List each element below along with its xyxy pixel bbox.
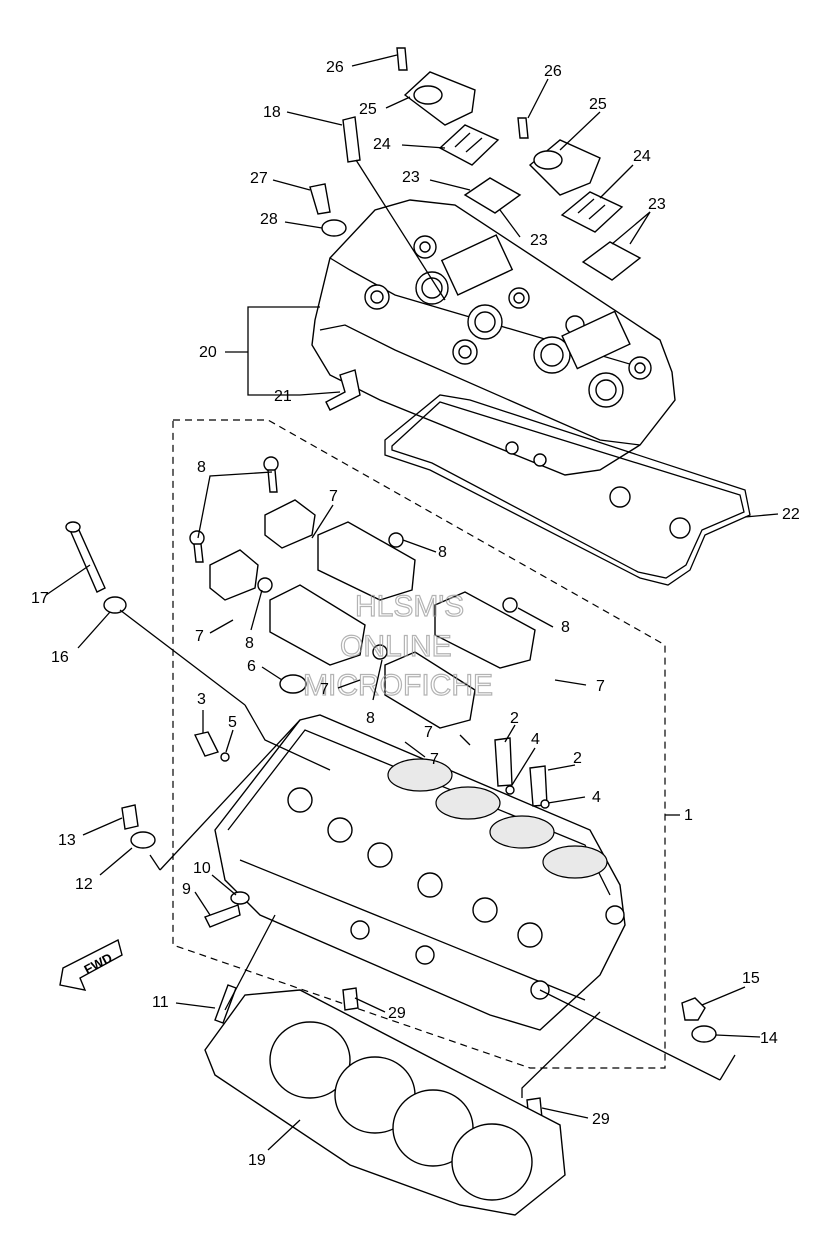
callout-8a: 8 (197, 459, 206, 476)
washer-12 (130, 831, 156, 849)
callout-7b: 7 (195, 628, 204, 645)
reed-plate-right (560, 191, 624, 233)
callout-8d: 8 (561, 619, 570, 636)
reed-valve-right (581, 241, 642, 281)
callout-24a: 24 (373, 136, 391, 153)
callout-3: 3 (197, 691, 206, 708)
cylinder-head (214, 714, 626, 1031)
cam-cap-3 (317, 521, 416, 601)
callout-4a: 4 (531, 731, 540, 748)
reed-plate-left (438, 124, 500, 166)
callout-2b: 2 (573, 750, 582, 767)
callout-12: 12 (75, 876, 93, 893)
valve-guide-2a (494, 737, 513, 787)
callout-27: 27 (250, 170, 268, 187)
callout-23c: 23 (648, 196, 666, 213)
callout-21: 21 (274, 388, 292, 405)
callout-15: 15 (742, 970, 760, 987)
washer-16 (103, 596, 127, 614)
cylinder-head-cover (311, 199, 676, 476)
callout-4b: 4 (592, 789, 601, 806)
callout-8c: 8 (245, 635, 254, 652)
callout-24b: 24 (633, 148, 651, 165)
callout-19: 19 (248, 1152, 266, 1169)
nut-15 (681, 997, 706, 1021)
cam-cap-5 (434, 591, 536, 669)
dowel-29a (342, 987, 359, 1011)
callout-25b: 25 (589, 96, 607, 113)
cam-cap-1 (264, 499, 316, 549)
callout-22: 22 (782, 506, 800, 523)
callout-16: 16 (51, 649, 69, 666)
callout-7f: 7 (430, 751, 439, 768)
callout-8b: 8 (438, 544, 447, 561)
leader-lines (45, 54, 779, 1151)
cam-cap-4 (269, 584, 366, 666)
reed-valve-left (463, 177, 522, 214)
collar-13 (121, 804, 139, 830)
callout-23b: 23 (530, 232, 548, 249)
callout-23a: 23 (402, 169, 420, 186)
callout-25a: 25 (359, 101, 377, 118)
stud-bolt-17 (69, 527, 106, 593)
forward-label: FWD (81, 950, 114, 977)
cam-cap-6 (384, 651, 476, 729)
cover-bolt-27 (309, 183, 331, 215)
cylinder-head-assembly-boundary (172, 419, 666, 1069)
callout-5: 5 (228, 714, 237, 731)
oil-plug-3 (193, 731, 219, 757)
washer-14 (691, 1025, 717, 1043)
bolt-26-left (396, 47, 408, 71)
callout-26b: 26 (544, 63, 562, 80)
callout-10: 10 (193, 860, 211, 877)
callout-18: 18 (263, 104, 281, 121)
svg-text:MICROFICHE: MICROFICHE (303, 669, 493, 702)
callout-9: 9 (182, 881, 191, 898)
head-cover-gasket (384, 394, 751, 586)
callout-17: 17 (31, 590, 49, 607)
callout-20: 20 (199, 344, 217, 361)
callout-6: 6 (247, 658, 256, 675)
callout-2a: 2 (510, 710, 519, 727)
bolt-26-right (517, 117, 529, 139)
svg-text:HLSM'S: HLSM'S (355, 590, 464, 623)
callout-7c: 7 (320, 681, 329, 698)
callout-7a: 7 (329, 488, 338, 505)
forward-arrow-icon: FWD (59, 938, 123, 991)
callout-29b: 29 (592, 1111, 610, 1128)
callout-7e: 7 (424, 724, 433, 741)
bolt-9 (204, 904, 241, 928)
guide-stopper (325, 369, 361, 411)
breather-cover-right (528, 139, 601, 196)
callout-labels: 26 25 18 24 26 25 27 23 24 28 23 23 20 2… (31, 59, 800, 1169)
callout-11: 11 (152, 994, 169, 1011)
callout-26a: 26 (326, 59, 344, 76)
dowel-pin-6 (279, 674, 307, 694)
breather-cover-left (403, 71, 476, 126)
callout-7d: 7 (596, 678, 605, 695)
callout-29a: 29 (388, 1005, 406, 1022)
callout-13: 13 (58, 832, 76, 849)
cam-cap-2 (209, 549, 259, 601)
callout-14: 14 (760, 1030, 778, 1047)
svg-text:ONLINE: ONLINE (340, 630, 452, 663)
callout-8e: 8 (366, 710, 375, 727)
callout-28: 28 (260, 211, 278, 228)
grommet-28 (321, 219, 347, 237)
cylinder-head-gasket (204, 989, 566, 1216)
spark-plug (342, 116, 361, 163)
callout-1: 1 (684, 807, 693, 824)
watermark: HLSM'S ONLINE MICROFICHE (302, 589, 493, 702)
